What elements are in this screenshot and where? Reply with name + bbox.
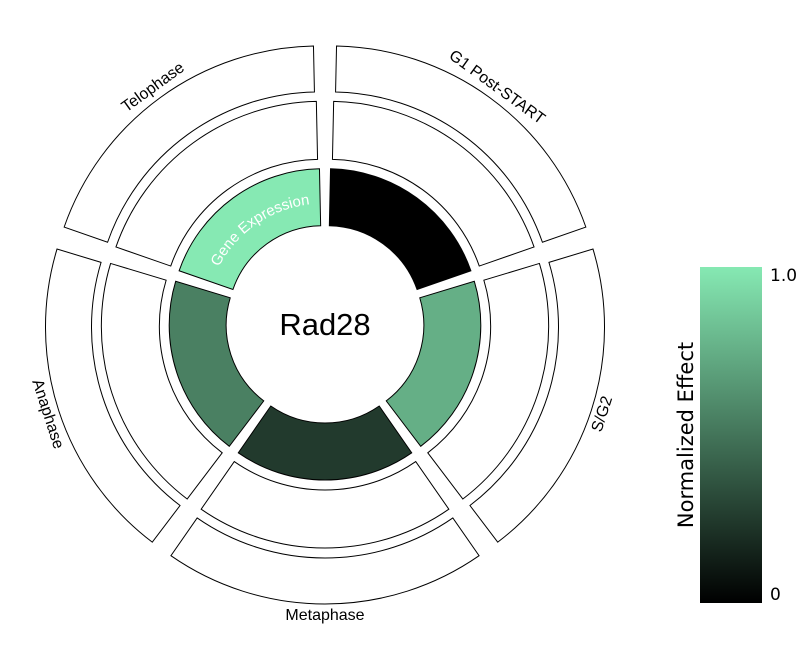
outer-ring-cell [170,517,480,605]
sector-s-g2: S/G2 [385,248,616,543]
outer-ring-cell [469,248,605,543]
middle-ring-cell [331,100,535,267]
sector-metaphase: Metaphase [170,405,480,624]
gene-expression-cell [178,168,322,291]
middle-ring-cell [115,100,319,267]
center-label: Rad28 [279,307,370,342]
outer-ring-cell [63,45,315,243]
gene-expression-cell [328,168,472,291]
colorbar-min-label: 0 [770,585,781,605]
middle-ring-cell [100,262,223,500]
colorbar-max-label: 1.0 [770,266,798,286]
middle-ring-cell [427,262,550,500]
sector-g1-post-start: G1 Post-START [328,45,587,291]
gene-expression-cell [168,280,265,448]
sector-anaphase: Anaphase [28,248,265,543]
gene-expression-cell [385,280,482,448]
colorbar-title: Normalized Effect [674,341,698,529]
sector-telophase: Telophase [63,45,322,291]
outer-ring-cell [335,45,587,243]
middle-ring-cell [200,460,450,549]
outer-ring-cell [45,248,181,543]
sector-label: Metaphase [285,607,364,624]
colorbar-gradient [700,267,762,603]
gene-expression-cell [237,405,413,481]
